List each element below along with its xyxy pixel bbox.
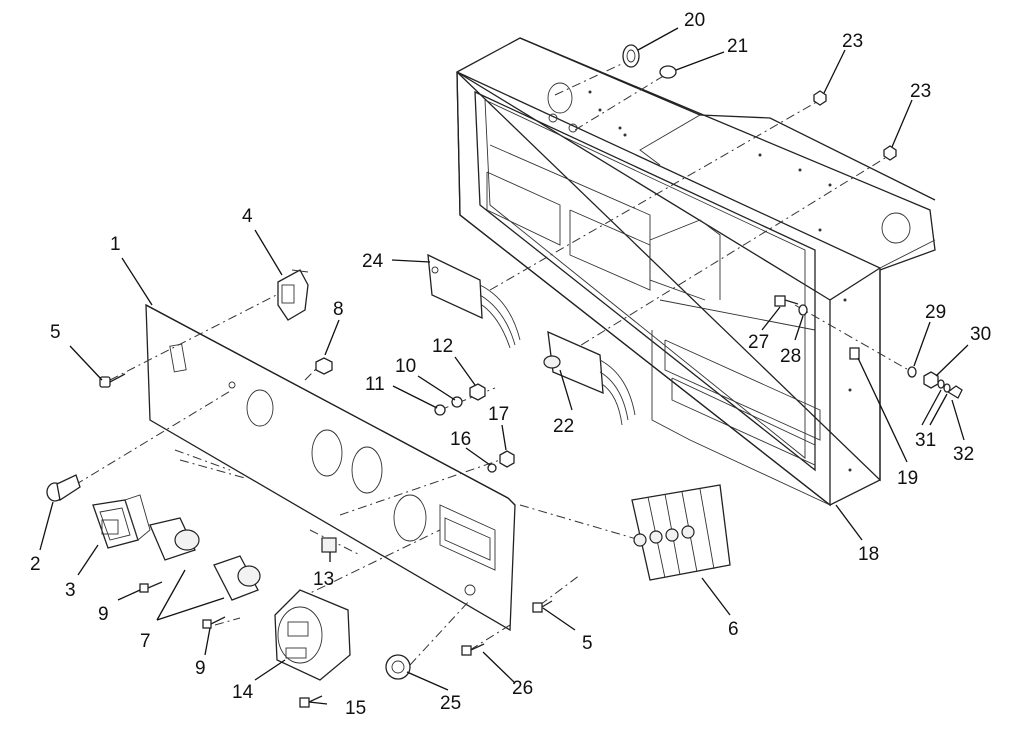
label-24: 24 <box>362 251 384 272</box>
plate-13 <box>321 537 337 553</box>
label-21: 21 <box>727 36 748 57</box>
label-9a: 9 <box>98 604 109 625</box>
meter-3 <box>92 494 151 549</box>
nut-17 <box>499 450 515 468</box>
washer-28 <box>798 304 808 316</box>
label-19: 19 <box>897 468 918 489</box>
indicator-25 <box>385 654 411 680</box>
nut-8 <box>315 357 333 375</box>
label-15: 15 <box>345 698 366 719</box>
label-11: 11 <box>365 374 385 395</box>
wingnut-32 <box>946 385 963 399</box>
washer-29 <box>907 366 917 378</box>
washer-16 <box>487 463 497 473</box>
label-31: 31 <box>915 430 936 451</box>
label-20: 20 <box>684 10 705 31</box>
control-box-housing <box>456 37 936 507</box>
label-16: 16 <box>450 429 471 450</box>
leader-lines <box>39 27 969 705</box>
label-30: 30 <box>970 324 991 345</box>
washer-31a <box>937 379 945 389</box>
grommet-21 <box>659 65 677 79</box>
label-28: 28 <box>780 346 801 367</box>
assembly-lines <box>74 59 913 666</box>
grommet-20 <box>622 44 640 68</box>
label-22: 22 <box>553 416 574 437</box>
label-5b: 5 <box>582 633 593 654</box>
label-5a: 5 <box>50 322 61 343</box>
label-10: 10 <box>395 356 416 377</box>
bracket-24 <box>427 253 521 349</box>
nut-12 <box>469 383 486 401</box>
label-3: 3 <box>65 580 76 601</box>
nut-30 <box>923 371 939 389</box>
front-panel <box>145 303 516 632</box>
screw-9b <box>202 616 226 629</box>
label-9b: 9 <box>195 658 206 679</box>
label-4: 4 <box>242 206 253 227</box>
breaker-7a <box>149 517 200 561</box>
screw-23b <box>883 145 897 161</box>
screw-23a <box>813 90 827 106</box>
screw-26 <box>461 643 485 656</box>
washer-11 <box>434 404 446 416</box>
screw-5a <box>99 373 126 388</box>
label-13: 13 <box>313 569 334 590</box>
label-26: 26 <box>512 678 533 699</box>
label-18: 18 <box>858 544 879 565</box>
screw-15 <box>299 695 323 708</box>
label-2: 2 <box>30 554 41 575</box>
label-32: 32 <box>953 444 974 465</box>
terminal-block-6 <box>631 484 731 581</box>
label-14: 14 <box>232 682 254 703</box>
label-27: 27 <box>748 332 769 353</box>
screw-9a <box>139 581 163 593</box>
knob-2 <box>46 474 81 502</box>
label-29: 29 <box>925 302 946 323</box>
bracket-22 <box>543 330 636 426</box>
label-25: 25 <box>440 693 461 714</box>
label-17: 17 <box>488 404 509 425</box>
label-6: 6 <box>728 619 739 640</box>
label-23b: 23 <box>910 81 931 102</box>
label-8: 8 <box>333 299 344 320</box>
label-7: 7 <box>140 631 151 652</box>
receptacle-14 <box>274 589 351 681</box>
label-23a: 23 <box>842 31 863 52</box>
breaker-7b <box>213 555 261 601</box>
callout-labels: 1 4 5 8 10 11 12 16 17 2 3 9 7 9 13 14 1… <box>30 10 991 719</box>
bolt-27 <box>774 295 799 307</box>
toggle-switch <box>277 269 309 321</box>
screw-5b <box>532 600 553 613</box>
label-1: 1 <box>110 234 121 255</box>
label-12: 12 <box>432 336 453 357</box>
lug-19 <box>849 347 860 360</box>
